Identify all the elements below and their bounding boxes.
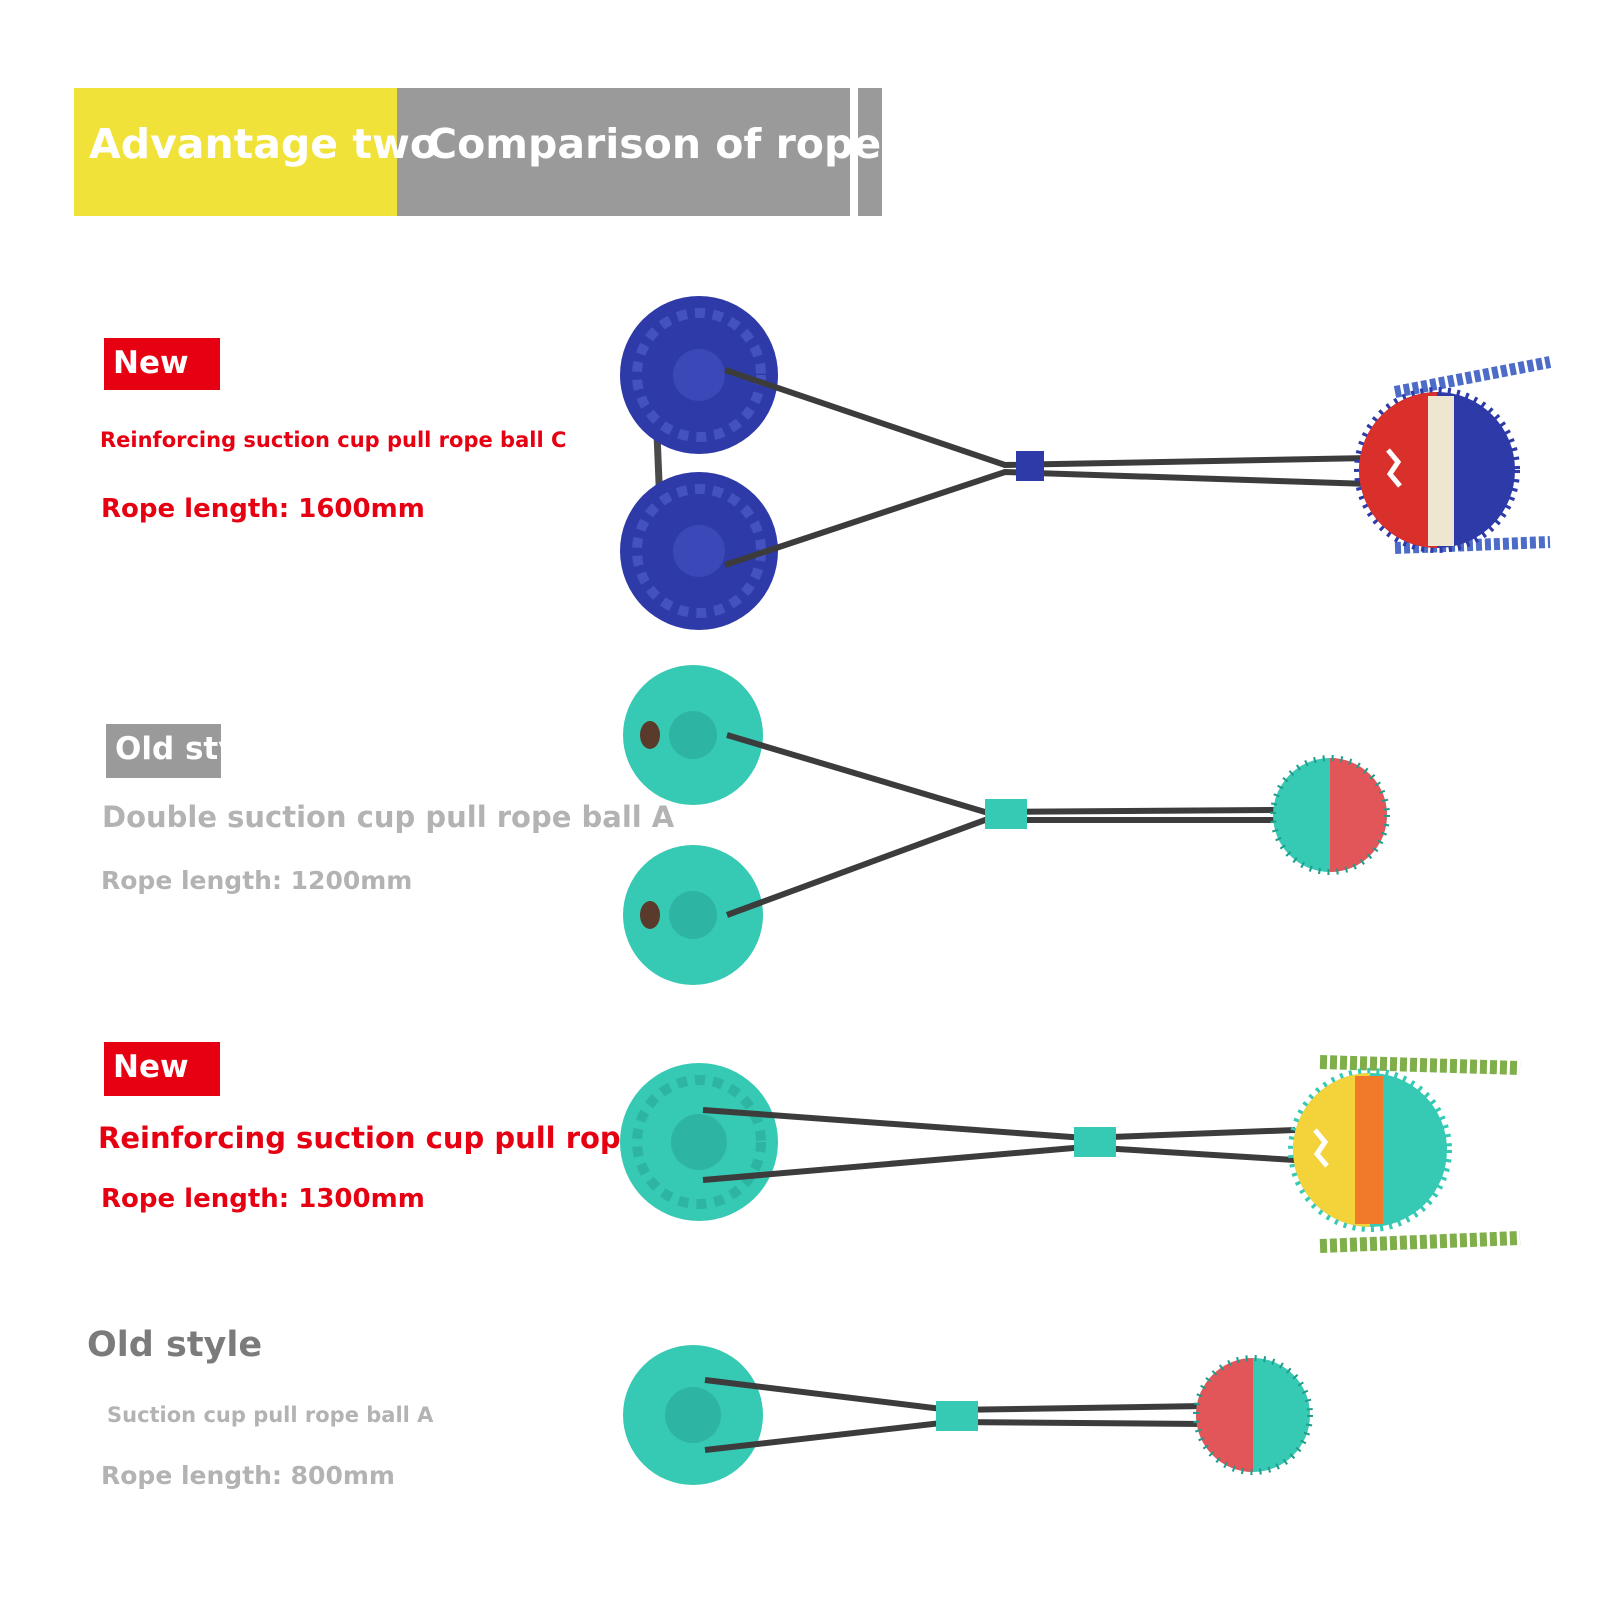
banner-comparison (397, 88, 850, 216)
new-tag: New (104, 1042, 220, 1096)
rope-length: Rope length: 1600mm (101, 494, 425, 524)
old-style-heading: Old style (87, 1325, 263, 1365)
banner-advantage (74, 88, 397, 216)
product-double-a-image (623, 665, 1390, 985)
advantage-title: Advantage two (89, 120, 439, 168)
product-name: Double suction cup pull rope ball A (102, 800, 675, 834)
comparison-title: Comparison of rope (427, 120, 882, 168)
product-reinforced-a-image (620, 1055, 1521, 1253)
old-style-tag: Old sty (106, 724, 221, 778)
new-tag: New (104, 338, 220, 390)
product-single-a-image (623, 1345, 1313, 1485)
rope-length: Rope length: 1200mm (101, 866, 413, 895)
product-name: Reinforcing suction cup pull rope ball C (100, 428, 567, 452)
product-c-image (620, 296, 1552, 630)
product-name: Suction cup pull rope ball A (107, 1403, 434, 1427)
banner-divider (858, 88, 882, 216)
rope-length: Rope length: 1300mm (101, 1184, 425, 1214)
rope-length: Rope length: 800mm (101, 1461, 395, 1490)
